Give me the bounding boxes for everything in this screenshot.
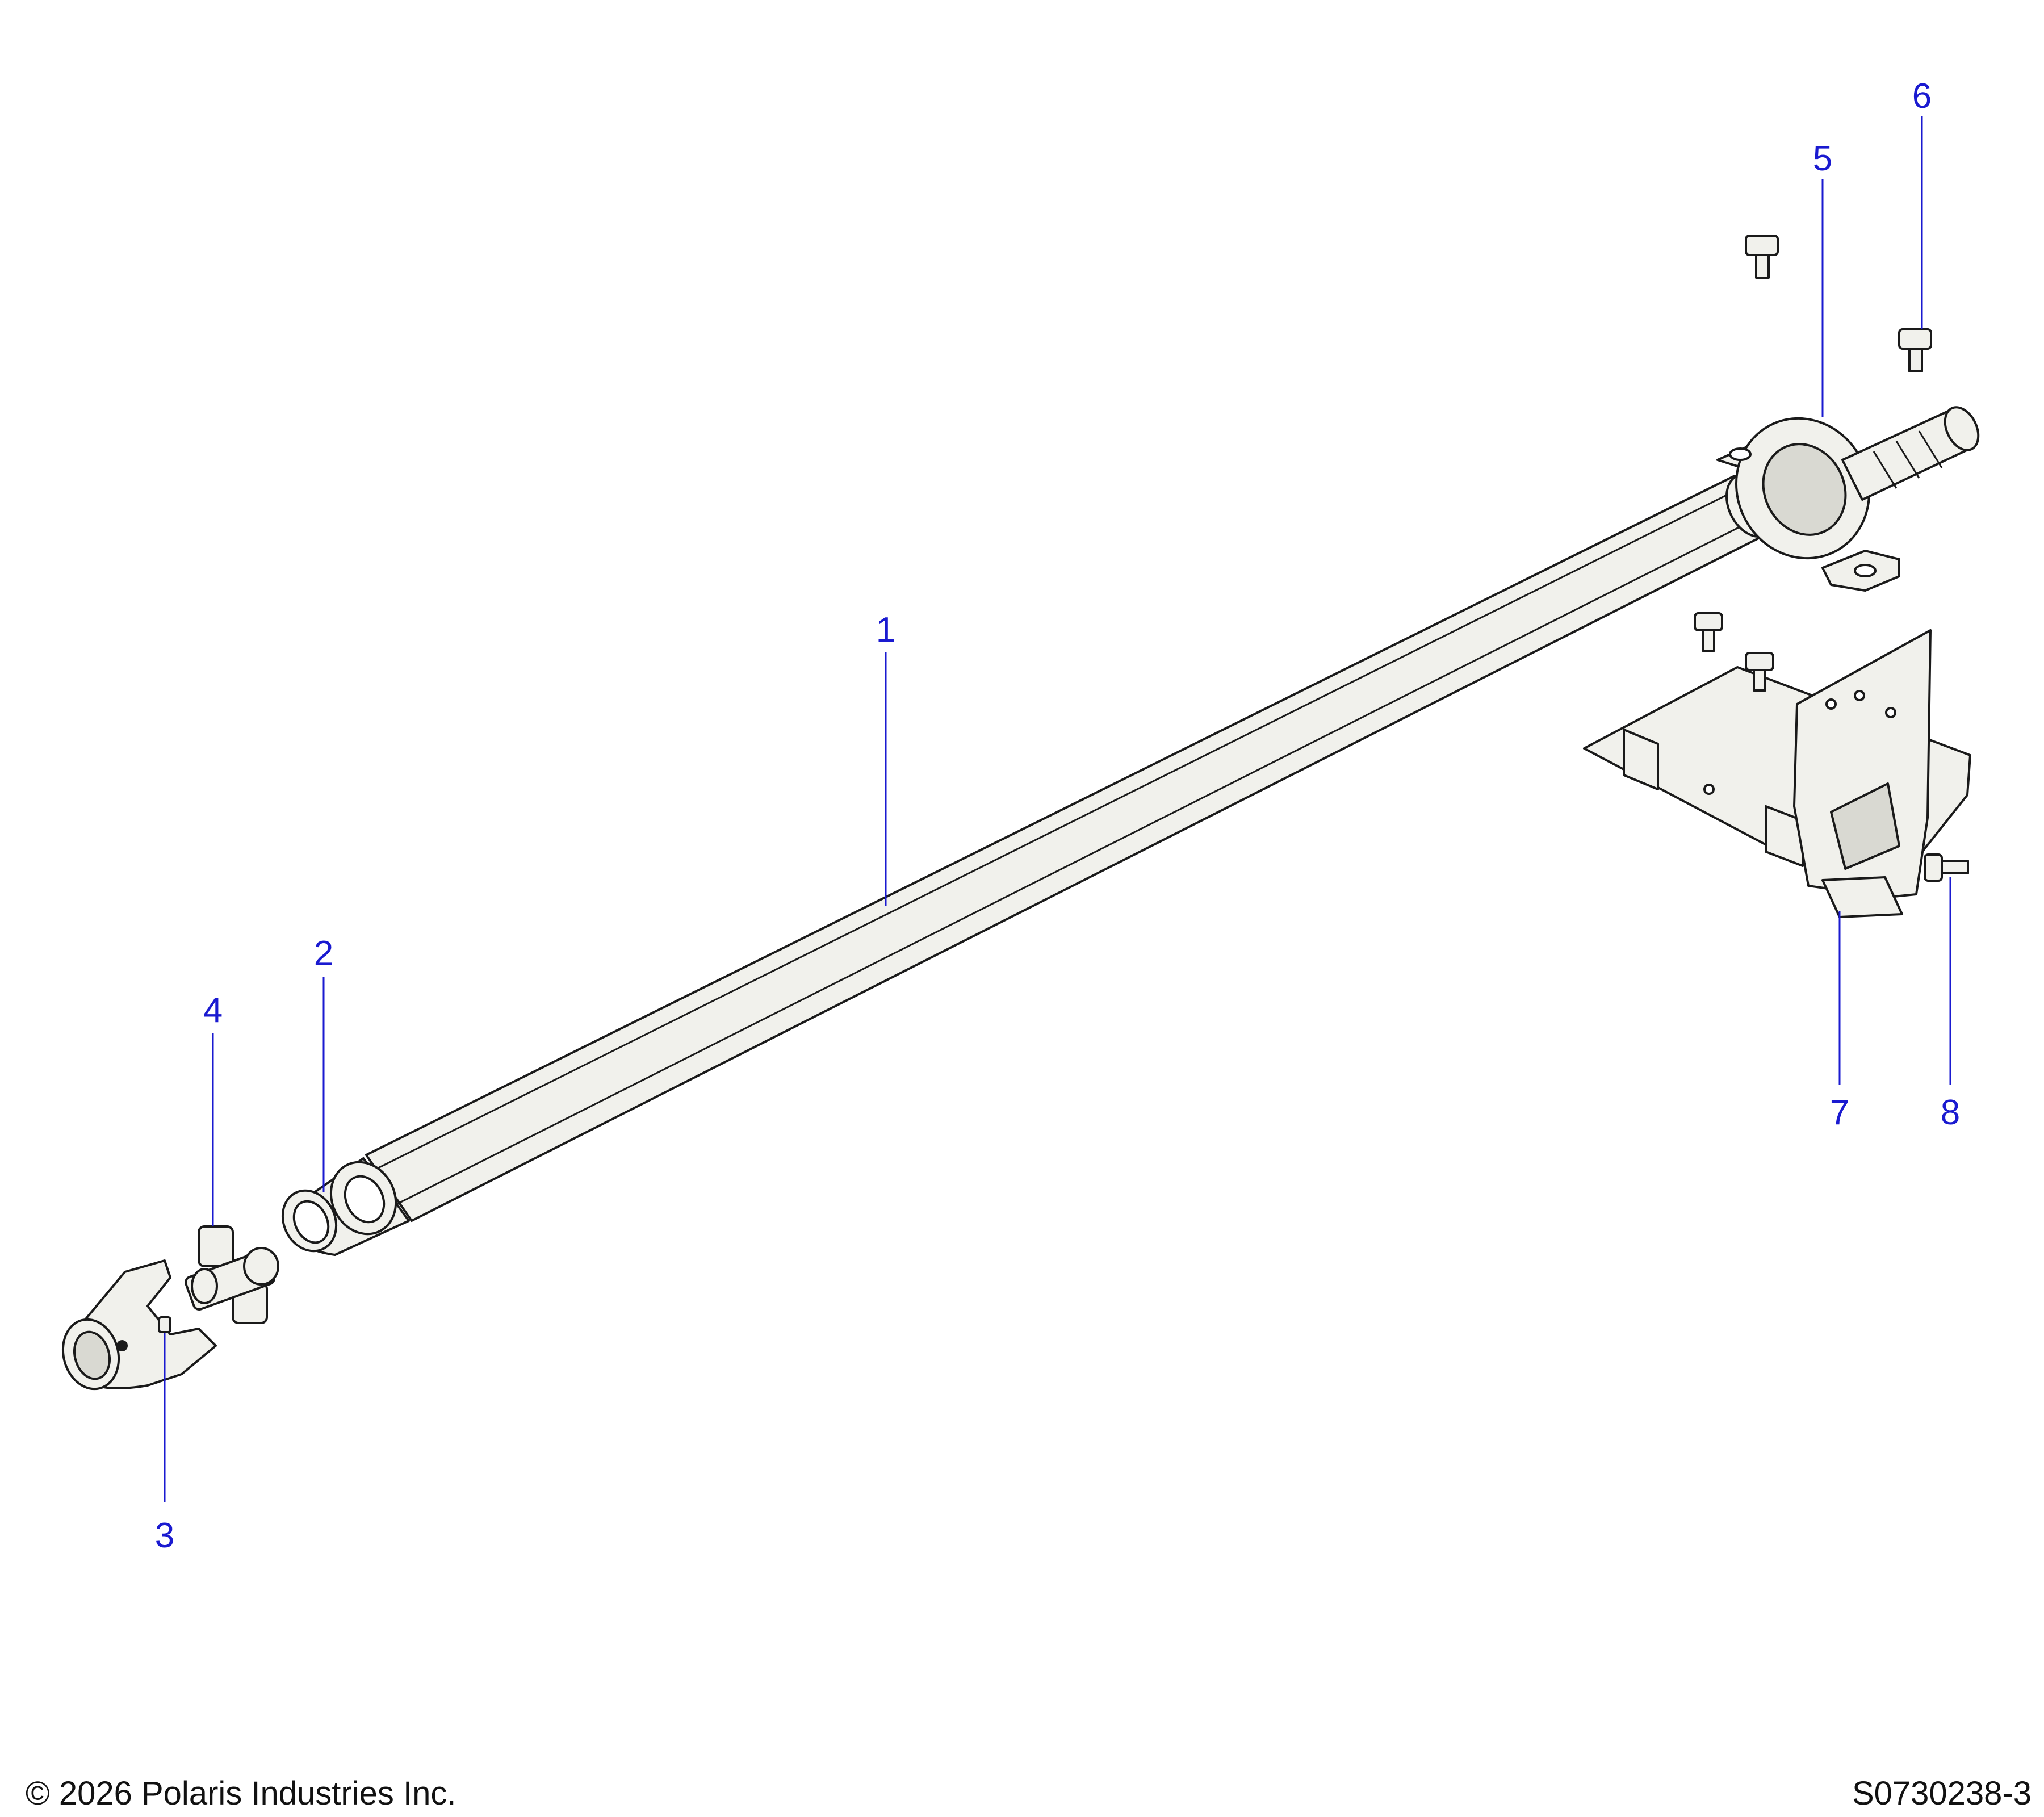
universal-joint-cross	[185, 1225, 279, 1324]
bearing-bolt	[1745, 235, 1779, 279]
callout-7: 7	[1830, 1093, 1849, 1132]
callout-4: 4	[203, 991, 223, 1030]
callout-5: 5	[1813, 139, 1832, 178]
grease-fitting	[158, 1316, 171, 1333]
callout-8: 8	[1941, 1093, 1960, 1132]
callout-2: 2	[314, 934, 333, 973]
splined-shaft-end	[1841, 406, 1980, 501]
front-yoke	[61, 1259, 217, 1391]
drawing-id: S0730238-3	[1852, 1775, 2032, 1812]
bracket-bolt	[1694, 612, 1723, 652]
support-bearing	[1716, 417, 1900, 592]
bearing-bolt	[1898, 328, 1932, 372]
mounting-bracket	[1583, 629, 1971, 918]
bracket-bolt	[1745, 652, 1774, 692]
callout-6: 6	[1912, 77, 1932, 116]
bracket-side-bolt	[1924, 853, 1969, 882]
callout-3: 3	[155, 1516, 174, 1555]
driveshaft-tube	[365, 472, 1778, 1222]
callout-1: 1	[876, 610, 895, 650]
tube-yoke	[281, 1157, 410, 1256]
copyright-notice: © 2026 Polaris Industries Inc.	[26, 1775, 456, 1812]
